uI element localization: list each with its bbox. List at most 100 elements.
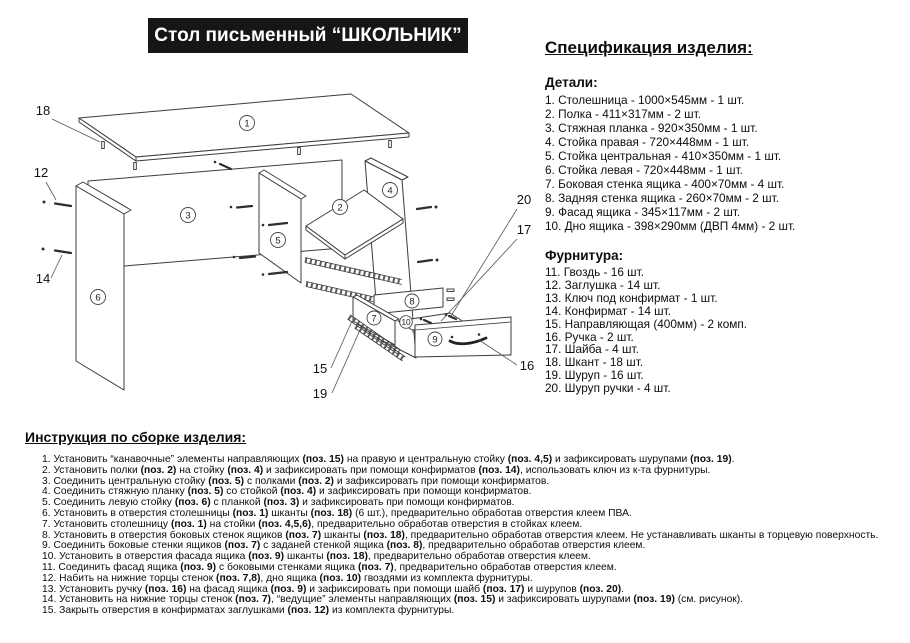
- part-center-stand: [258, 169, 307, 284]
- step: 12. Набить на нижние торцы стенок (поз. …: [42, 572, 533, 584]
- shelf-left-edge: [305, 225, 346, 260]
- callout-15: 15: [313, 361, 327, 376]
- circled-callout-6: 6: [90, 289, 106, 305]
- circled-callout-1: 1: [239, 115, 255, 131]
- dowel-pin: [446, 288, 455, 292]
- part-back-plank: [87, 159, 343, 270]
- step: 6. Установить в отверстия столешницы (по…: [42, 507, 632, 519]
- document-title-text: Стол письменный “ШКОЛЬНИК”: [154, 24, 462, 46]
- leader-14: [50, 254, 63, 279]
- dowel-pins: [101, 140, 392, 170]
- leader-15: [330, 320, 353, 369]
- confirmat-screw: [415, 205, 438, 211]
- svg-text:3: 3: [185, 210, 190, 221]
- leader-18: [51, 118, 101, 143]
- hardware-item: 17. Шайба - 4 шт.: [545, 342, 639, 357]
- drawer-rail: [354, 323, 406, 362]
- steps-list: 1. Установить “канавочные” элементы напр…: [25, 454, 903, 617]
- center-stand-main: [258, 172, 302, 284]
- dowel-pin: [101, 141, 105, 149]
- hardware-item: 14. Конфирмат - 14 шт.: [545, 303, 672, 318]
- dowel-pin: [388, 140, 392, 148]
- callout-17: 17: [517, 222, 531, 237]
- circled-callouts: 1 2 3 4 5 6 7 8 9 10: [90, 115, 443, 347]
- left-stand-main: [75, 185, 125, 391]
- hardware-heading: Фурнитура:: [545, 248, 624, 263]
- dowel-pins: [446, 288, 455, 301]
- detail-item: 5. Стойка центральная - 410×350мм - 1 шт…: [545, 149, 782, 163]
- hardware-list: 11. Гвоздь - 16 шт. 12. Заглушка - 14 шт…: [545, 266, 903, 395]
- svg-text:1: 1: [244, 118, 249, 129]
- instructions-heading: Инструкция по сборке изделия:: [25, 429, 247, 445]
- detail-item: 6. Стойка левая - 720×448мм - 1 шт.: [545, 163, 743, 177]
- svg-text:5: 5: [275, 235, 280, 246]
- detail-item: 8. Задняя стенка ящика - 260×70мм - 2 шт…: [545, 191, 779, 205]
- confirmat-screw: [229, 204, 254, 209]
- circled-callout-2: 2: [332, 199, 348, 215]
- callout-12: 12: [34, 165, 48, 180]
- step: 9. Соединить боковые стенки ящиков (поз.…: [42, 540, 646, 552]
- detail-item: 3. Стяжная планка - 920×350мм - 1 шт.: [545, 121, 758, 135]
- hardware-item: 11. Гвоздь - 16 шт.: [545, 265, 644, 279]
- dowel-pin: [133, 162, 137, 170]
- step: 7. Установить столешницу (поз. 1) на сто…: [42, 518, 583, 530]
- callout-18: 18: [36, 103, 50, 118]
- step: 15. Закрыть отверстия в конфирматах загл…: [42, 605, 455, 617]
- callout-16: 16: [520, 358, 534, 373]
- circled-callout-10: 10: [399, 315, 413, 329]
- confirmat-screw: [261, 270, 289, 276]
- detail-item: 2. Полка - 411×317мм - 2 шт.: [545, 107, 702, 121]
- instructions-section: Инструкция по сборке изделия: 1. Установ…: [25, 429, 903, 617]
- svg-text:9: 9: [432, 334, 437, 345]
- step: 11. Соединить фасад ящика (поз. 9) с бок…: [42, 561, 617, 573]
- circled-callout-4: 4: [382, 182, 398, 198]
- step: 3. Соединить центральную стойку (поз. 5)…: [42, 475, 550, 487]
- drawer-rail: [347, 314, 401, 355]
- hardware-item: 16. Ручка - 2 шт.: [545, 329, 634, 344]
- part-left-stand: [75, 181, 132, 391]
- dowel-pin: [446, 297, 455, 301]
- leader-17: [440, 238, 518, 322]
- details-list: 1. Столешница - 1000×545мм - 1 шт. 2. По…: [545, 93, 903, 233]
- hardware-item: 13. Ключ под конфирмат - 1 шт.: [545, 290, 718, 305]
- step: 13. Установить ручку (поз. 16) на фасад …: [42, 583, 625, 595]
- drawer-front-main: [414, 316, 512, 358]
- step: 5. Соединить левую стойку (поз. 6) с пла…: [42, 497, 515, 509]
- confirmat-screw: [416, 258, 439, 264]
- confirmat-screw: [41, 247, 73, 255]
- detail-item: 1. Столешница - 1000×545мм - 1 шт.: [545, 93, 745, 107]
- callout-14: 14: [36, 271, 50, 286]
- circled-callout-9: 9: [427, 331, 443, 347]
- svg-text:8: 8: [409, 296, 414, 307]
- confirmat-screw: [261, 221, 289, 227]
- circled-callout-5: 5: [270, 232, 286, 248]
- circled-callout-8: 8: [404, 293, 420, 309]
- step: 1. Установить “канавочные” элементы напр…: [42, 454, 735, 465]
- hardware-item: 15. Направляющая (400мм) - 2 комп.: [545, 316, 748, 331]
- svg-text:4: 4: [387, 185, 392, 196]
- confirmat-screw: [232, 255, 257, 260]
- part-shelf: [305, 189, 404, 260]
- svg-text:6: 6: [95, 292, 100, 303]
- confirmat-screw: [42, 200, 73, 208]
- document-title: Стол письменный “ШКОЛЬНИК”: [148, 18, 468, 53]
- handle-screw: [419, 317, 433, 325]
- tabletop-left-edge: [78, 117, 137, 162]
- specification-panel: Спецификация изделия: Детали: 1. Столешн…: [545, 30, 903, 395]
- svg-text:7: 7: [371, 313, 376, 324]
- detail-item: 10. Дно ящика - 398×290мм (ДВП 4мм) - 2 …: [545, 219, 796, 233]
- hardware-item: 19. Шуруп - 16 шт.: [545, 368, 644, 383]
- hardware-item: 12. Заглушка - 14 шт.: [545, 277, 661, 292]
- drawer-handle: [448, 333, 488, 346]
- circled-callout-3: 3: [180, 207, 196, 223]
- step: 14. Установить на нижние торцы стенок (п…: [42, 594, 744, 606]
- svg-text:2: 2: [337, 202, 342, 213]
- step: 4. Соединить стяжную планку (поз. 5) со …: [42, 486, 532, 498]
- detail-item: 4. Стойка правая - 720×448мм - 1 шт.: [545, 135, 750, 149]
- hardware-item: 20. Шуруп ручки - 4 шт.: [545, 381, 671, 396]
- confirmat-screw: [213, 160, 233, 171]
- callout-20: 20: [517, 192, 531, 207]
- detail-item: 9. Фасад ящика - 345×117мм - 2 шт.: [545, 205, 741, 219]
- leader-19: [331, 329, 361, 394]
- callout-19: 19: [313, 386, 327, 401]
